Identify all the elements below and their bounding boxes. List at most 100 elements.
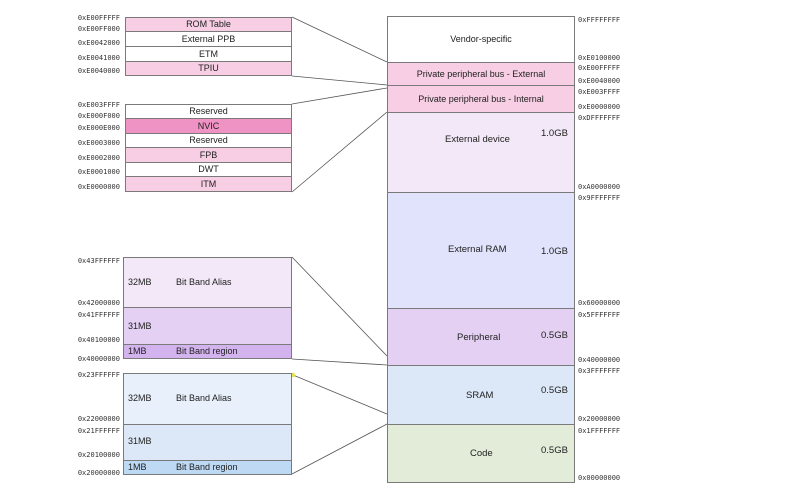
addr-label: 0x42000000 bbox=[77, 299, 120, 307]
periph-mid-size: 31MB bbox=[128, 321, 152, 331]
addr-label: 0x40000000 bbox=[77, 355, 120, 363]
addr-label: 0xE00FFFFF bbox=[578, 64, 621, 72]
sram-bitband-region: 1MB Bit Band region bbox=[123, 460, 292, 475]
ppb-ext-external-ppb: External PPB bbox=[125, 31, 292, 47]
sram-bitband-31mb: 31MB bbox=[123, 424, 292, 461]
addr-label: 0xE000F000 bbox=[77, 112, 120, 120]
addr-label: 0x9FFFFFFF bbox=[578, 194, 621, 202]
map-external-ram-label: External RAM bbox=[448, 244, 507, 255]
ppb-int-nvic-label: NVIC bbox=[197, 120, 220, 131]
periph-region-label: Bit Band region bbox=[176, 346, 238, 356]
addr-label: 0x20000000 bbox=[77, 469, 120, 477]
addr-label: 0x5FFFFFFF bbox=[578, 311, 621, 319]
map-external-ram: External RAM 1.0GB bbox=[387, 192, 575, 309]
addr-label: 0x40000000 bbox=[578, 356, 621, 364]
addr-label: 0x00000000 bbox=[578, 474, 621, 482]
map-sram-size: 0.5GB bbox=[541, 385, 568, 396]
map-external-device-label: External device bbox=[445, 134, 510, 145]
addr-label: 0xA0000000 bbox=[578, 183, 621, 191]
ppb-int-dwt-label: DWT bbox=[198, 164, 219, 174]
sram-mid-size: 31MB bbox=[128, 436, 152, 446]
addr-label: 0xE0002000 bbox=[77, 154, 120, 162]
map-peripheral: Peripheral 0.5GB bbox=[387, 308, 575, 366]
ppb-ext-rom-table-label: ROM Table bbox=[186, 19, 231, 29]
map-ppb-internal-label: Private peripheral bus - Internal bbox=[418, 93, 544, 104]
addr-label: 0xE0040000 bbox=[578, 77, 621, 85]
ppb-ext-tpiu: TPIU bbox=[125, 61, 292, 76]
periph-alias-size: 32MB bbox=[128, 277, 152, 287]
sram-bitband-alias: 32MB Bit Band Alias bbox=[123, 373, 292, 425]
ppb-ext-rom-table: ROM Table bbox=[125, 17, 292, 32]
addr-label: 0x21FFFFFF bbox=[77, 427, 120, 435]
addr-label: 0x3FFFFFFF bbox=[578, 367, 621, 375]
addr-label: 0xE00FF000 bbox=[77, 25, 120, 33]
ppb-int-itm: ITM bbox=[125, 176, 292, 192]
addr-label: 0x1FFFFFFF bbox=[578, 427, 621, 435]
addr-label: 0xE0041000 bbox=[77, 54, 120, 62]
map-ppb-external: Private peripheral bus - External bbox=[387, 62, 575, 86]
connector-ppb-ext-top bbox=[291, 16, 388, 63]
ppb-int-fpb-label: FPB bbox=[199, 149, 218, 160]
map-external-device-size: 1.0GB bbox=[541, 128, 568, 139]
addr-label: 0xFFFFFFFF bbox=[578, 16, 621, 24]
addr-label: 0x60000000 bbox=[578, 299, 621, 307]
ppb-int-itm-label: ITM bbox=[200, 178, 217, 189]
sram-alias-size: 32MB bbox=[128, 393, 152, 403]
addr-label: 0x41FFFFFF bbox=[77, 311, 120, 319]
addr-label: 0x43FFFFFF bbox=[77, 257, 120, 265]
connector-sram-top bbox=[292, 374, 388, 415]
addr-label: 0x20100000 bbox=[77, 451, 120, 459]
ppb-ext-etm-label: ETM bbox=[199, 48, 218, 59]
map-peripheral-label: Peripheral bbox=[457, 332, 501, 343]
map-code-size: 0.5GB bbox=[541, 445, 568, 456]
addr-label: 0xE0003000 bbox=[77, 139, 120, 147]
ppb-int-reserved-1-label: Reserved bbox=[189, 106, 228, 116]
periph-region-size: 1MB bbox=[128, 346, 147, 356]
periph-bitband-alias: 32MB Bit Band Alias bbox=[123, 257, 292, 308]
addr-label: 0xE0000000 bbox=[77, 183, 120, 191]
addr-label: 0x40100000 bbox=[77, 336, 120, 344]
map-sram-label: SRAM bbox=[466, 390, 494, 401]
map-code-label: Code bbox=[470, 448, 493, 459]
sram-region-size: 1MB bbox=[128, 462, 147, 472]
map-sram: SRAM 0.5GB bbox=[387, 365, 575, 425]
map-peripheral-size: 0.5GB bbox=[541, 330, 568, 341]
addr-label: 0x20000000 bbox=[578, 415, 621, 423]
connector-periph-bottom bbox=[291, 358, 388, 366]
map-vendor-specific-label: Vendor-specific bbox=[450, 34, 512, 44]
periph-alias-label: Bit Band Alias bbox=[176, 277, 232, 287]
map-ppb-internal: Private peripheral bus - Internal bbox=[387, 85, 575, 113]
ppb-ext-tpiu-label: TPIU bbox=[198, 63, 219, 73]
map-vendor-specific: Vendor-specific bbox=[387, 16, 575, 63]
addr-label: 0xE003FFFF bbox=[77, 101, 120, 109]
ppb-int-nvic: NVIC bbox=[125, 118, 292, 134]
map-external-device: External device 1.0GB bbox=[387, 112, 575, 193]
periph-bitband-region: 1MB Bit Band region bbox=[123, 344, 292, 359]
addr-label: 0xE00FFFFF bbox=[77, 14, 120, 22]
ppb-int-dwt: DWT bbox=[125, 162, 292, 177]
ppb-ext-external-ppb-label: External PPB bbox=[181, 33, 236, 44]
addr-label: 0xE0001000 bbox=[77, 168, 120, 176]
map-ppb-external-label: Private peripheral bus - External bbox=[416, 68, 546, 79]
ppb-int-reserved-1: Reserved bbox=[125, 104, 292, 119]
addr-label: 0xDFFFFFFF bbox=[578, 114, 621, 122]
addr-label: 0x22000000 bbox=[77, 415, 120, 423]
addr-label: 0x23FFFFFF bbox=[77, 371, 120, 379]
sram-alias-label: Bit Band Alias bbox=[176, 393, 232, 403]
addr-label: 0xE0042000 bbox=[77, 39, 120, 47]
addr-label: 0xE0000000 bbox=[578, 103, 621, 111]
connector-ppb-int-top bbox=[291, 87, 388, 105]
map-code: Code 0.5GB bbox=[387, 424, 575, 483]
ppb-ext-etm: ETM bbox=[125, 46, 292, 62]
map-external-ram-size: 1.0GB bbox=[541, 246, 568, 257]
addr-label: 0xE000E000 bbox=[77, 124, 120, 132]
periph-bitband-31mb: 31MB bbox=[123, 307, 292, 345]
connector-sram-bottom bbox=[291, 423, 388, 475]
sram-region-label: Bit Band region bbox=[176, 462, 238, 472]
connector-ppb-ext-bottom bbox=[291, 75, 388, 86]
addr-label: 0xE0040000 bbox=[77, 67, 120, 75]
ppb-int-reserved-2: Reserved bbox=[125, 133, 292, 148]
addr-label: 0xE003FFFF bbox=[578, 88, 621, 96]
ppb-int-reserved-2-label: Reserved bbox=[189, 135, 228, 145]
